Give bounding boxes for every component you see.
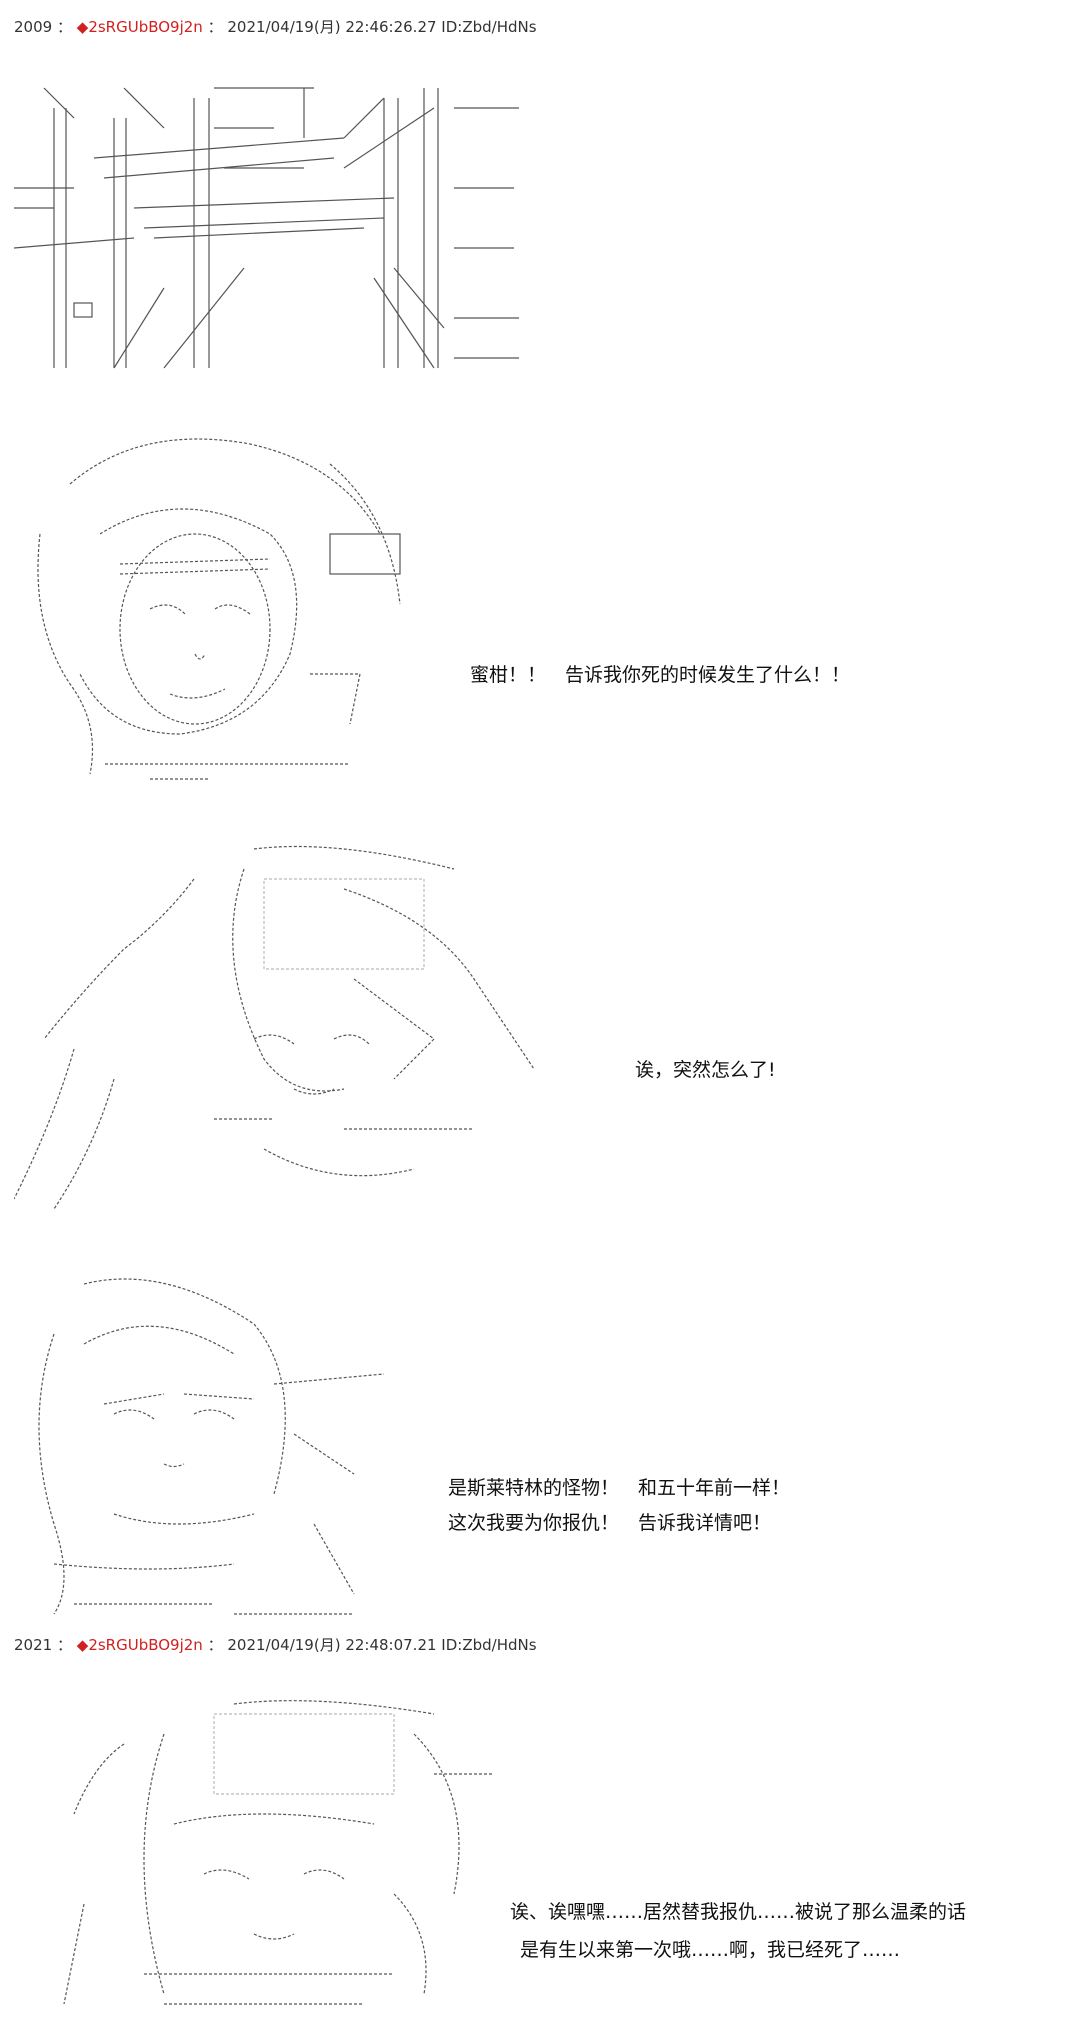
post-datetime: 2021/04/19(月) 22:48:07.21 ID:Zbd/HdNs: [227, 1636, 537, 1654]
dialog-line-3a: 是斯莱特林的怪物！ 和五十年前一样！: [448, 1477, 791, 1499]
post-header-1: 2009 ： ◆2sRGUbBO9j2n ： 2021/04/19(月) 22:…: [14, 18, 537, 36]
post-header-2: 2021 ： ◆2sRGUbBO9j2n ： 2021/04/19(月) 22:…: [14, 1636, 537, 1654]
dialog-line-1: 蜜柑！！ 告诉我你死的时候发生了什么！！: [470, 664, 851, 686]
dialog-line-4a: 诶、诶嘿嘿……居然替我报仇……被说了那么温柔的话: [510, 1901, 967, 1923]
trip-diamond-icon: ◆: [76, 18, 89, 36]
trip-diamond-icon: ◆: [76, 1636, 89, 1654]
dialog-line-4b: 是有生以来第一次哦……啊，我已经死了……: [520, 1939, 901, 1961]
ascii-art-boy-determined: [14, 1250, 384, 1648]
post-number: 2021: [14, 1636, 53, 1654]
dialog-line-2: 诶，突然怎么了!: [635, 1059, 776, 1081]
ascii-art-girl-blushing: [14, 1680, 494, 2028]
post-number: 2009: [14, 18, 53, 36]
dialog-line-3b: 这次我要为你报仇！ 告诉我详情吧！: [448, 1512, 772, 1534]
post-datetime: 2021/04/19(月) 22:46:26.27 ID:Zbd/HdNs: [227, 18, 537, 36]
ascii-art-character-hooded: [10, 410, 410, 808]
ascii-art-girl-surprised: [14, 825, 534, 1233]
trip-code-link[interactable]: 2sRGUbBO9j2n: [88, 18, 203, 36]
trip-code-link[interactable]: 2sRGUbBO9j2n: [88, 1636, 203, 1654]
ascii-art-hallway: [14, 64, 524, 392]
